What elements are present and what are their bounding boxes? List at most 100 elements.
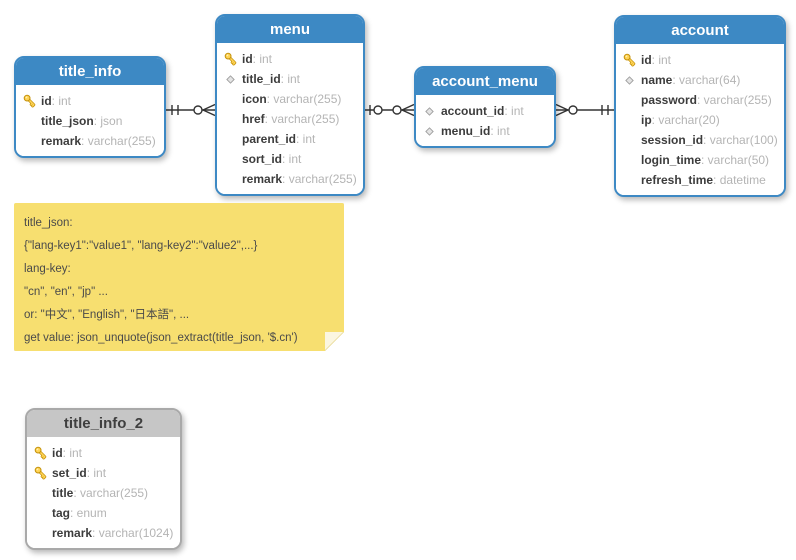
- field-name: title_id: [242, 72, 281, 86]
- field-name: remark: [41, 134, 82, 148]
- table-header[interactable]: title_info: [16, 58, 164, 85]
- field-name: tag: [52, 506, 70, 520]
- field-name: name: [641, 73, 673, 87]
- relationship-title_info-menu[interactable]: [166, 103, 216, 117]
- key-icon: [33, 466, 48, 480]
- field-type: : varchar(100): [703, 133, 778, 147]
- table-field-row[interactable]: id : int: [33, 443, 176, 463]
- field-type: : varchar(255): [81, 134, 156, 148]
- field-name: menu_id: [441, 124, 491, 138]
- field-name: href: [242, 112, 265, 126]
- table-fields: id : int name : varchar(64) password : v…: [616, 44, 784, 195]
- field-name: password: [641, 93, 698, 107]
- table-fields: id : int title_id : int icon : varchar(2…: [217, 43, 363, 194]
- field-type: : varchar(20): [651, 113, 720, 127]
- table-field-row[interactable]: tag : enum: [33, 503, 176, 523]
- field-name: id: [641, 53, 652, 67]
- db-table-menu[interactable]: menu id : int title_id : int icon : varc…: [215, 14, 365, 196]
- diamond-icon: [422, 126, 437, 137]
- table-field-row[interactable]: ip : varchar(20): [622, 110, 780, 130]
- table-header[interactable]: title_info_2: [27, 410, 180, 437]
- table-field-row[interactable]: login_time : varchar(50): [622, 150, 780, 170]
- table-field-row[interactable]: refresh_time : datetime: [622, 170, 780, 190]
- table-title: title_info: [58, 63, 122, 80]
- field-type: : json: [93, 114, 123, 128]
- table-field-row[interactable]: icon : varchar(255): [223, 89, 359, 109]
- table-field-row[interactable]: password : varchar(255): [622, 90, 780, 110]
- sticky-note[interactable]: title_json:{"lang-key1":"value1", "lang-…: [14, 203, 344, 351]
- db-table-title_info_2[interactable]: title_info_2 id : int set_id : int title…: [25, 408, 182, 550]
- key-icon: [23, 94, 35, 108]
- diamond-icon: [625, 75, 634, 85]
- relationship-account_menu-account[interactable]: [555, 103, 614, 117]
- table-field-row[interactable]: id : int: [22, 91, 160, 111]
- field-type: : int: [62, 446, 83, 460]
- field-name: id: [41, 94, 52, 108]
- field-type: : int: [504, 104, 524, 118]
- field-type: : int: [282, 152, 302, 166]
- table-header[interactable]: menu: [217, 16, 363, 43]
- field-name: id: [52, 446, 63, 460]
- table-field-row[interactable]: id : int: [223, 49, 359, 69]
- diamond-icon: [425, 126, 434, 136]
- field-name: title: [52, 486, 74, 500]
- note-line: "cn", "en", "jp" ...: [24, 286, 108, 298]
- field-type: : varchar(255): [697, 93, 772, 107]
- diamond-icon: [425, 106, 434, 116]
- table-field-row[interactable]: title : varchar(255): [33, 483, 176, 503]
- field-type: : int: [651, 53, 672, 67]
- field-type: : varchar(1024): [92, 526, 174, 540]
- table-fields: id : int set_id : int title : varchar(25…: [27, 437, 180, 548]
- table-field-row[interactable]: name : varchar(64): [622, 70, 780, 90]
- db-table-account_menu[interactable]: account_menu account_id : int menu_id : …: [414, 66, 556, 148]
- field-name: parent_id: [242, 132, 297, 146]
- table-header[interactable]: account_menu: [416, 68, 554, 95]
- field-type: : int: [51, 94, 72, 108]
- table-field-row[interactable]: remark : varchar(255): [223, 169, 359, 189]
- relationship-menu-account_menu[interactable]: [365, 103, 415, 117]
- field-type: : varchar(255): [282, 172, 357, 186]
- diamond-icon: [223, 74, 238, 85]
- table-field-row[interactable]: remark : varchar(1024): [33, 523, 176, 543]
- field-type: : varchar(50): [701, 153, 770, 167]
- field-name: account_id: [441, 104, 505, 118]
- table-header[interactable]: account: [616, 17, 784, 44]
- field-name: remark: [52, 526, 93, 540]
- db-table-account[interactable]: account id : int name : varchar(64) pass…: [614, 15, 786, 197]
- field-name: id: [242, 52, 253, 66]
- field-type: : int: [490, 124, 510, 138]
- key-icon: [623, 53, 635, 67]
- field-name: remark: [242, 172, 283, 186]
- table-field-row[interactable]: set_id : int: [33, 463, 176, 483]
- diamond-icon: [422, 106, 437, 117]
- table-field-row[interactable]: title_id : int: [223, 69, 359, 89]
- field-type: : int: [296, 132, 316, 146]
- key-icon: [34, 466, 46, 480]
- key-icon: [224, 52, 236, 66]
- table-field-row[interactable]: parent_id : int: [223, 129, 359, 149]
- table-field-row[interactable]: href : varchar(255): [223, 109, 359, 129]
- field-name: session_id: [641, 133, 704, 147]
- db-table-title_info[interactable]: title_info id : int title_json : json re…: [14, 56, 166, 158]
- table-field-row[interactable]: account_id : int: [422, 101, 550, 121]
- table-field-row[interactable]: title_json : json: [22, 111, 160, 131]
- key-icon: [34, 446, 46, 460]
- key-icon: [223, 52, 238, 66]
- note-line: lang-key:: [24, 263, 71, 275]
- table-field-row[interactable]: menu_id : int: [422, 121, 550, 141]
- table-field-row[interactable]: session_id : varchar(100): [622, 130, 780, 150]
- table-field-row[interactable]: id : int: [622, 50, 780, 70]
- note-line: get value: json_unquote(json_extract(tit…: [24, 332, 298, 344]
- key-icon: [22, 94, 37, 108]
- diamond-icon: [226, 74, 235, 84]
- table-field-row[interactable]: sort_id : int: [223, 149, 359, 169]
- table-title: title_info_2: [63, 415, 144, 432]
- key-icon: [622, 53, 637, 67]
- field-type: : varchar(255): [73, 486, 149, 500]
- note-fold-corner: [325, 332, 344, 351]
- field-type: : int: [86, 466, 107, 480]
- table-field-row[interactable]: remark : varchar(255): [22, 131, 160, 151]
- note-line: or: "中文", "English", "日本語", ...: [24, 309, 190, 321]
